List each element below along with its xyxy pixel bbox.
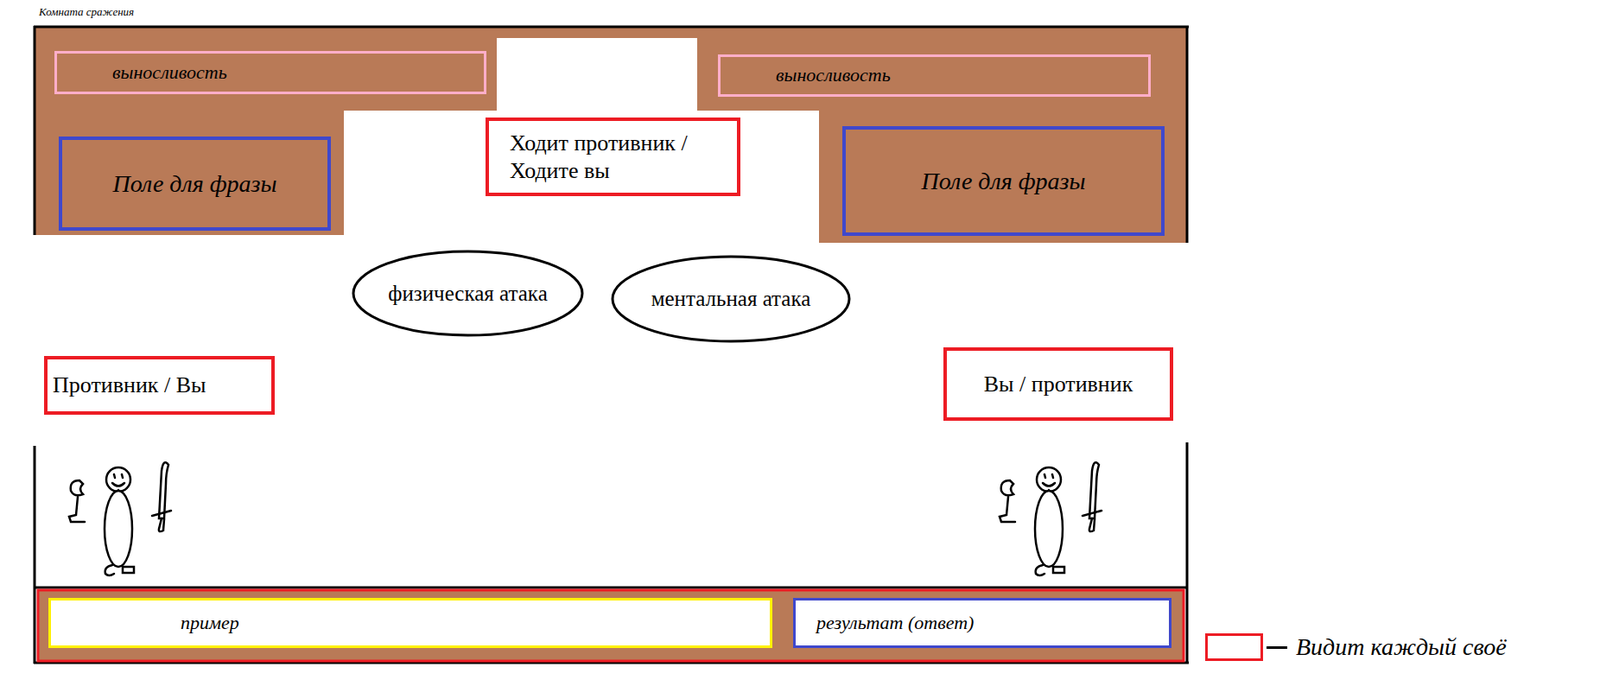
figure-body — [104, 490, 133, 567]
figure-smile — [112, 482, 125, 487]
node-label: выносливость — [775, 63, 891, 87]
figure-arm — [69, 496, 85, 522]
frame-top — [33, 25, 1189, 29]
node-label: выносливость — [112, 61, 228, 84]
figure-eye — [121, 474, 123, 478]
turn-indicator: Ходит противник / Ходите вы — [485, 117, 741, 197]
ellipse-shape — [612, 256, 850, 342]
bottom-band — [38, 590, 1184, 661]
stick-figure — [999, 462, 1102, 576]
attack-button: физическая атака — [351, 249, 585, 337]
example-field: пример — [48, 597, 773, 648]
figure-sword-guard — [152, 510, 172, 516]
frame-right-upper — [1186, 25, 1189, 243]
figure-foot — [105, 565, 115, 576]
node-label: результат (ответ) — [816, 611, 974, 635]
stamina-bar: выносливость — [54, 50, 487, 95]
legend-dash — [1266, 646, 1288, 649]
node-label: Ходит противник / Ходите вы — [509, 129, 729, 184]
phrase-field: Поле для фразы — [58, 136, 331, 231]
ellipse-shape — [353, 251, 583, 336]
legend-entry: Видит каждый своё — [1205, 633, 1507, 661]
node-label: Поле для фразы — [112, 169, 277, 199]
figure-fist — [70, 480, 83, 496]
node-label: Противник / Вы — [52, 371, 206, 399]
figure-sword-hilt — [158, 518, 165, 532]
node-label: Поле для фразы — [920, 166, 1086, 197]
figure-sword-blade — [158, 462, 169, 519]
stick-figure — [69, 462, 172, 576]
figure-head — [106, 467, 131, 492]
frame-left-upper — [33, 25, 37, 235]
brown-panel — [35, 27, 1187, 243]
floor-line — [34, 586, 1188, 590]
frame-border — [33, 25, 1189, 664]
figure-foot — [122, 566, 134, 573]
node-label: ментальная атака — [651, 285, 812, 312]
node-label: пример — [180, 611, 240, 635]
phrase-field: Поле для фразы — [842, 126, 1165, 236]
room-title: Комната сражения — [38, 5, 134, 20]
answer-field: результат (ответ) — [793, 597, 1172, 648]
legend-swatch — [1205, 633, 1264, 661]
node-label: физическая атака — [387, 280, 547, 307]
attack-button: ментальная атака — [610, 254, 851, 343]
legend-text: Видит каждый своё — [1295, 633, 1507, 661]
player-label: Противник / Вы — [44, 355, 275, 415]
stamina-bar: выносливость — [717, 54, 1151, 97]
frame-left-lower — [33, 445, 37, 664]
figure-eye — [114, 474, 115, 478]
frame-right-lower — [1186, 442, 1189, 664]
battle-room-frame: выносливость выносливостьПоле для фразы Хо… — [33, 25, 1189, 664]
player-label: Вы / противник — [943, 347, 1174, 421]
node-label: Вы / противник — [984, 370, 1134, 398]
